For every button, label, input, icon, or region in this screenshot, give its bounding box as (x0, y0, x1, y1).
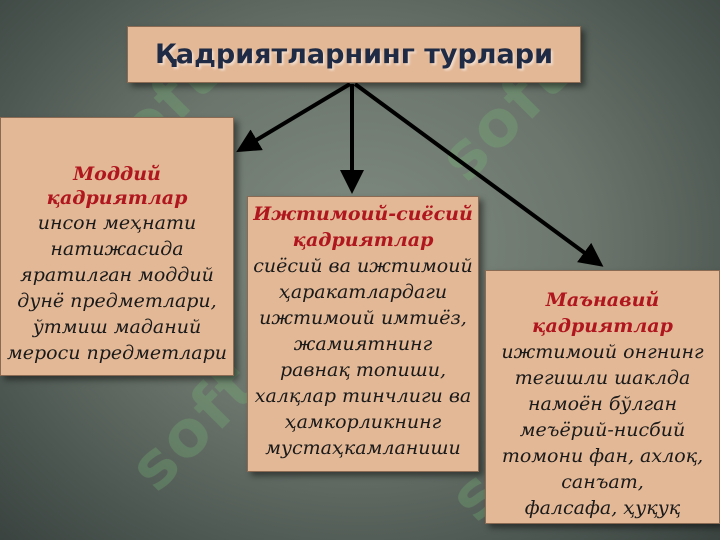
socio-political-line: равнақ топиши, (279, 359, 447, 381)
spiritual-values-heading: Маънавий (545, 289, 660, 311)
socio-political-line: ижтимоий имтиёз, (259, 307, 467, 329)
spiritual-values-line: томони фан, ахлоқ, (501, 445, 704, 467)
socio-political-line: халқлар тинчлиги ва (254, 385, 472, 407)
socio-political-values-box: Ижтимоий-сиёсий қадриятлар сиёсий ва ижт… (247, 196, 479, 472)
material-values-line: яратилган моддий (20, 264, 214, 286)
spiritual-values-line: санъат, (561, 471, 644, 493)
material-values-heading: Моддий қадриятлар (46, 163, 188, 209)
diagram-title: Қадриятларнинг турлари (154, 39, 554, 70)
socio-political-heading: қадриятлар (292, 229, 434, 251)
title-box: Қадриятларнинг турлари (127, 26, 581, 83)
material-values-line: мероси предметлари (6, 342, 228, 364)
socio-political-line: ҳамкорликнинг (284, 411, 442, 433)
spiritual-values-line: фалсафа, ҳуқуқ (524, 497, 681, 519)
material-values-line: дунё предметлари, (17, 290, 217, 312)
socio-political-line: жамиятнинг (293, 333, 433, 355)
arrow-to-spiritual (353, 82, 604, 267)
socio-political-line: сиёсий ва ижтимоий (253, 255, 473, 277)
spiritual-values-line: ижтимоий онгнинг (501, 341, 704, 363)
material-values-line: натижасида (50, 238, 184, 260)
spiritual-values-line: намоён бўлган (528, 393, 677, 415)
socio-political-heading: Ижтимоий-сиёсий (253, 203, 473, 225)
socio-political-line: ҳаракатлардаги (278, 281, 448, 303)
spiritual-values-line: меъёрий-нисбий (519, 419, 686, 441)
spiritual-values-line: тегишли шаклда (514, 367, 691, 389)
socio-political-line: мустаҳкамланиши (265, 437, 461, 459)
material-values-line: ўтмиш маданий (32, 316, 202, 338)
material-values-line: инсон меҳнати (37, 212, 197, 234)
material-values-box: Моддий қадриятлар инсон меҳнати натижаси… (0, 117, 234, 376)
spiritual-values-box: Маънавий қадриятлар ижтимоий онгнинг тег… (485, 270, 720, 524)
arrow-to-material (236, 82, 352, 153)
spiritual-values-heading: қадриятлар (532, 315, 673, 337)
